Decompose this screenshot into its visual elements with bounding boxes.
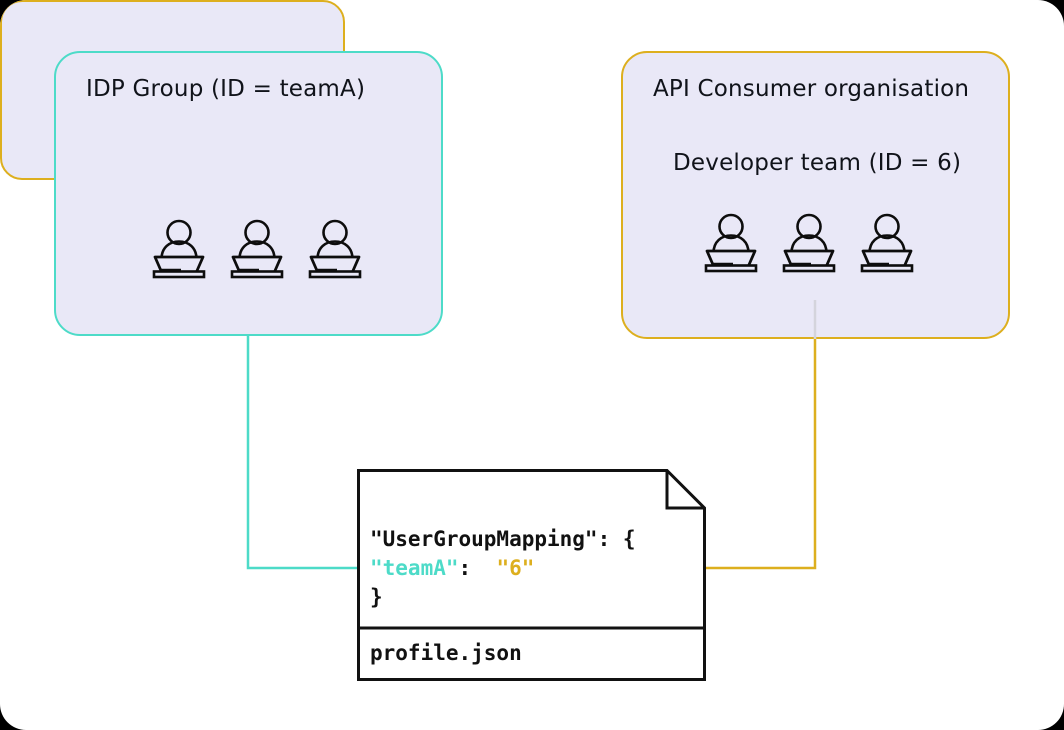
person-at-laptop-icon [308, 219, 362, 279]
developer-team-members [703, 213, 915, 273]
profile-json-document[interactable]: "UserGroupMapping": { "teamA": "6" } pro… [357, 469, 706, 681]
idp-group-box [54, 51, 443, 336]
document-filename: profile.json [370, 641, 522, 665]
document-outline-icon [357, 469, 706, 681]
developer-team-title: Developer team (ID = 6) [673, 150, 962, 176]
json-key-teamA: "teamA" [370, 556, 459, 580]
idp-group-title: IDP Group (ID = teamA) [86, 76, 366, 102]
person-at-laptop-icon [152, 219, 206, 279]
idp-group-members [151, 219, 363, 279]
json-separator: : [458, 556, 472, 580]
json-line-close: } [370, 585, 383, 609]
json-code-block: "UserGroupMapping": { "teamA": "6" } [370, 525, 636, 612]
api-consumer-organisation-title: API Consumer organisation [653, 76, 970, 102]
person-at-laptop-icon [704, 213, 758, 273]
json-value-teamid: "6" [496, 556, 535, 580]
person-at-laptop-icon [782, 213, 836, 273]
person-at-laptop-icon [860, 213, 914, 273]
person-at-laptop-icon [230, 219, 284, 279]
api-consumer-organisation-box [621, 51, 1010, 339]
json-line-open: "UserGroupMapping": { [370, 527, 636, 551]
